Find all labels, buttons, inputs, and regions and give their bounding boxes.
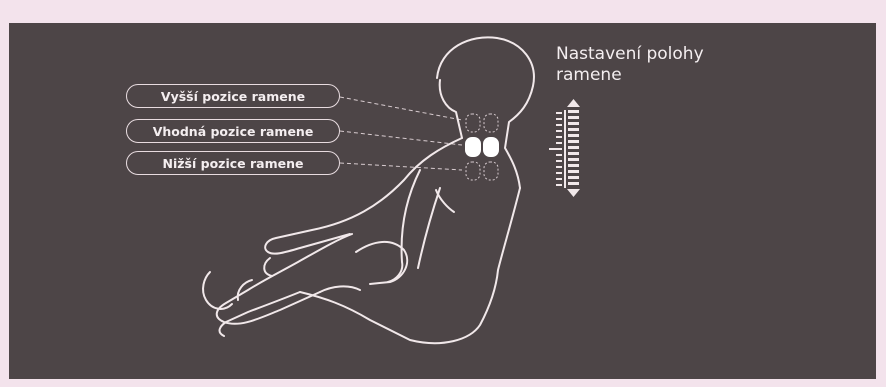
position-scale-icon — [549, 99, 580, 197]
scale-bars — [549, 110, 579, 188]
arrow-down-icon — [567, 189, 580, 197]
arrow-up-icon — [567, 99, 580, 107]
connector-lines — [340, 97, 462, 170]
person-outline-figure — [203, 37, 534, 343]
shoulder-roller-icon — [465, 114, 499, 180]
